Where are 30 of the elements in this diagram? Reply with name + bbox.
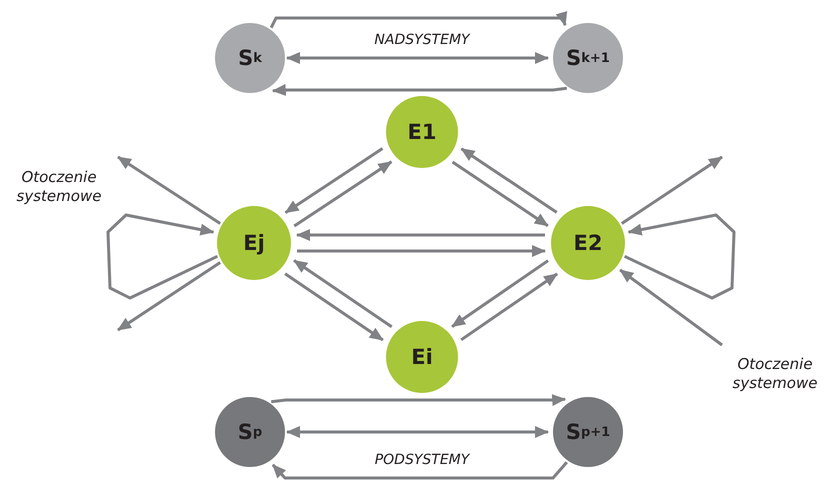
arrow <box>293 259 393 328</box>
arrow <box>106 214 218 300</box>
annotation-text: Otoczenie systemowe <box>16 168 102 206</box>
node-circle: E1 <box>386 96 458 168</box>
arrow <box>452 160 549 227</box>
node-circle: Ei <box>386 321 458 393</box>
arrow <box>297 245 546 257</box>
annotation-text: Otoczenie systemowe <box>732 355 818 393</box>
node-circle: S$^{k+1}$ <box>553 23 623 93</box>
node-circle: S$^{k}$ <box>215 23 285 93</box>
arrow <box>620 156 723 225</box>
arrow <box>619 268 723 346</box>
arrow <box>117 261 222 332</box>
arrow <box>460 272 558 342</box>
arrow <box>284 147 384 214</box>
arrow <box>451 259 549 328</box>
arrow <box>293 160 392 228</box>
arrow <box>460 147 558 214</box>
arrow <box>271 394 566 406</box>
arrow <box>117 156 222 225</box>
arrow <box>270 11 568 28</box>
arrow <box>286 52 549 64</box>
arrow <box>272 461 568 480</box>
arrow <box>284 272 384 342</box>
arrow <box>624 214 736 300</box>
node-circle: Ej <box>217 206 291 280</box>
arrow <box>296 229 545 241</box>
node-circle: E2 <box>551 206 625 280</box>
arrow <box>272 84 567 96</box>
arrow <box>286 426 549 438</box>
